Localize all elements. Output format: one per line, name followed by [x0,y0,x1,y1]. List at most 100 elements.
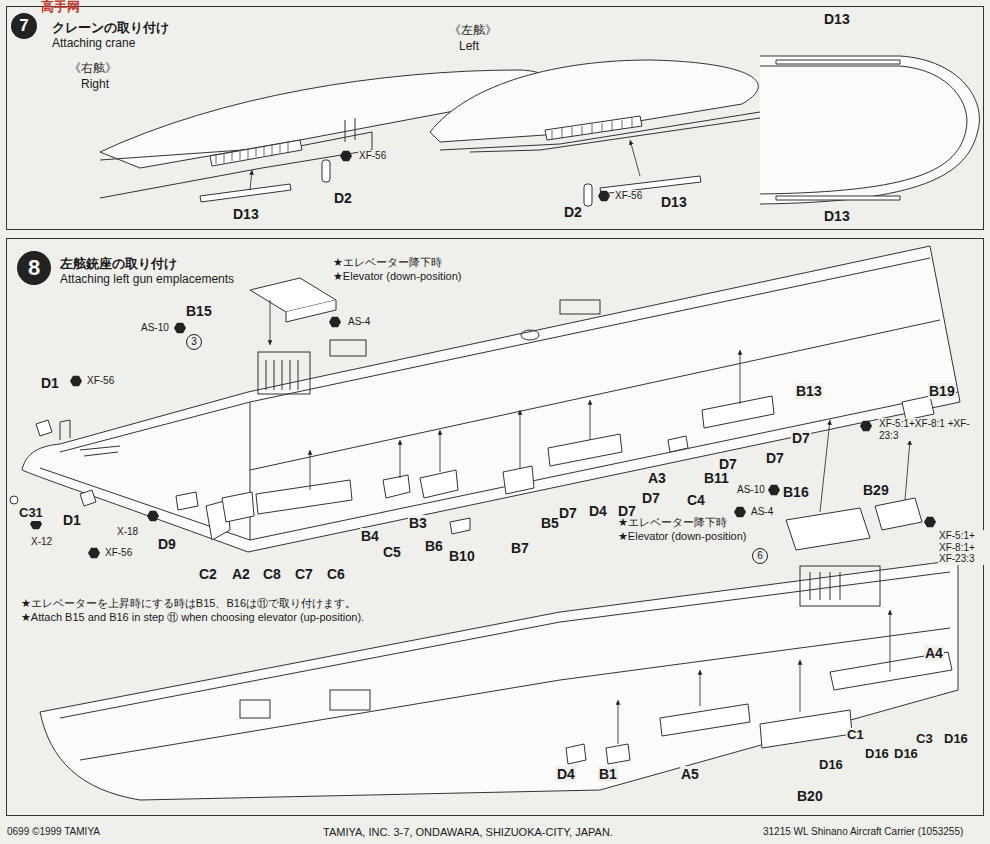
part-number: D13 [823,11,851,27]
drawing-line [310,450,311,490]
drawing-line [566,744,586,764]
drawing-line [618,700,619,744]
paint-chip [147,511,159,521]
part-number: B20 [796,788,824,804]
paint-chip [88,548,100,558]
note: ★エレベーター降下時 [332,256,443,269]
drawing-line [10,278,952,764]
text-label: Right [80,78,110,92]
paint-chip [174,323,186,333]
drawing-line [240,700,270,718]
part-number: C1 [846,728,865,743]
part-number: D1 [40,375,60,391]
drawing-line [440,112,760,150]
drawing-line [270,300,271,345]
step-number: 8 [17,251,51,285]
drawing-line [80,490,96,506]
paint-chip [734,507,746,517]
part-number: D7 [765,450,785,466]
paint-code: X-18 [116,526,139,538]
drawing-line [760,710,852,748]
drawing-line [40,560,958,800]
drawing-line [258,352,310,394]
part-number: D9 [157,536,177,552]
drawing-line [890,610,891,672]
part-number: A3 [647,470,667,486]
step-panel: 左舷銃座の取り付けAttaching left gun emplacements… [6,238,984,816]
drawing-line [760,56,979,204]
drawing-line [250,170,252,190]
drawing-line [40,560,958,800]
drawing-line [36,420,52,436]
paint-chip [924,517,936,527]
drawing-line [80,446,120,456]
drawing-line [875,498,922,530]
drawing-line [216,142,288,164]
step-number: 7 [11,13,37,39]
part-number: D7 [791,430,811,446]
part-number: B15 [185,303,213,319]
note: ★Elevator (down-position) [332,270,462,283]
drawing-line [330,340,366,356]
drawing-line [250,402,251,540]
part-number: A2 [231,566,251,582]
drawing-line [420,470,458,498]
part-number: B6 [424,538,444,554]
step-title-ja: 左舷銃座の取り付け [59,255,178,273]
paint-code: XF-5:1+XF-8:1 +XF-23:3 [878,418,976,441]
paint-chip [768,485,780,495]
drawing-line [776,60,900,64]
part-number: D1 [62,512,82,528]
paint-code: XF-56 [86,375,115,387]
drawing-line [902,396,934,420]
text-label: Left [458,40,480,54]
drawing-line [200,60,900,206]
part-number: D16 [818,758,844,773]
drawing-line [210,140,302,166]
drawing-line [176,492,198,510]
drawing-line [330,690,370,710]
part-number: B3 [408,515,428,531]
drawing-line [270,300,910,744]
drawing-line [450,518,470,534]
part-number: B13 [795,383,823,399]
drawing-line [440,430,441,472]
part-number: B16 [782,484,810,500]
text-label: 《右舷》 [68,62,118,76]
drawing-line [216,118,632,164]
watermark: 高手网 [40,0,81,15]
part-number: C8 [262,566,282,582]
part-number: D4 [556,766,576,782]
drawing-line [400,440,401,478]
text-label: 《左舷》 [448,24,498,38]
part-number: D7 [718,456,738,472]
part-number: A4 [924,645,944,661]
drawing-line [590,400,591,440]
drawing-line [40,258,958,540]
paint-chip [340,151,352,161]
drawing-line [800,660,801,712]
drawing-line [545,116,642,140]
step-number-text: 7 [19,16,28,36]
drawing-line [80,628,950,760]
drawing-line [100,56,979,204]
drawing-line [668,436,688,452]
part-number: C4 [686,492,706,508]
drawing-line [548,434,622,466]
part-number: C3 [915,732,934,747]
drawing-line [810,572,840,600]
drawing-line [820,420,830,512]
drawing-line [60,258,930,452]
drawing-line [606,744,630,764]
drawing-line [250,140,640,190]
drawing-line [776,196,900,200]
paint-chip [598,191,610,201]
drawing-line [503,466,534,494]
part-number: D16 [943,732,969,747]
part-number: B1 [598,766,618,782]
paint-chip [860,421,872,431]
drawing-line [521,330,539,340]
drawing-line [830,652,952,690]
